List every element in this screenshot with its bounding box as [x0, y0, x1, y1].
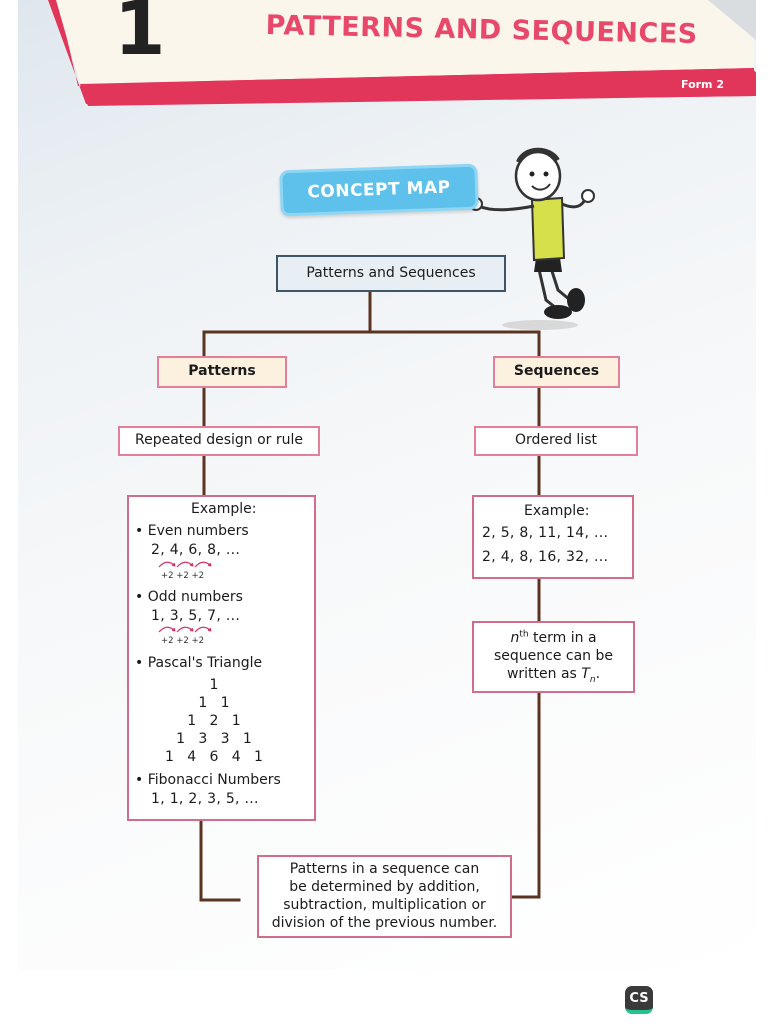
concept-map-label: CONCEPT MAP — [307, 177, 451, 203]
bullet-pascal: • Pascal's Triangle — [135, 655, 263, 671]
concept-map-badge: CONCEPT MAP — [279, 163, 479, 217]
nth-term-line-2: sequence can be — [493, 648, 613, 665]
sequences-example-title: Example: — [524, 503, 590, 519]
sequences-node: Sequences — [493, 356, 620, 388]
even-numbers-sequence: 2, 4, 6, 8, ... — [151, 542, 241, 558]
nth-term-text-1: term in a — [528, 630, 597, 646]
pascal-row-2: 1 1 — [198, 695, 230, 711]
conclusion-line-1: Patterns in a sequence can — [289, 861, 480, 877]
patterns-definition-node: Repeated design or rule — [118, 426, 320, 456]
pascal-row-4: 1 3 3 1 — [176, 731, 252, 747]
pascal-triangle-label: Pascal's Triangle — [147, 655, 263, 671]
sequences-label: Sequences — [513, 363, 600, 380]
even-step-arrows — [158, 561, 212, 568]
header-corner-fold — [708, 0, 756, 40]
connector-lines — [199, 290, 541, 902]
nth-term-subscript: n — [589, 675, 596, 686]
pascal-row-3: 1 2 1 — [187, 713, 241, 729]
cartoon-boy-illustration — [469, 147, 595, 330]
sequence-example-2: 2, 4, 8, 16, 32, ... — [482, 549, 609, 565]
patterns-node: Patterns — [157, 356, 287, 388]
bullet-odd: • Odd numbers — [135, 589, 243, 605]
header-cream-panel — [56, 0, 754, 84]
pascal-row-1: 1 — [209, 677, 219, 693]
patterns-label: Patterns — [188, 363, 256, 380]
nth-term-T: T — [581, 666, 590, 683]
sequences-definition-node: Ordered list — [474, 426, 638, 456]
nth-term-box: nth term in a sequence can be written as… — [472, 621, 635, 693]
pascal-row-5: 1 4 6 4 1 — [165, 749, 263, 765]
chapter-header-banner — [18, 0, 756, 106]
camscanner-badge: CS — [625, 986, 653, 1014]
sequence-example-1: 2, 5, 8, 11, 14, ... — [482, 525, 609, 541]
patterns-example-box: Example: • Even numbers 2, 4, 6, 8, ... … — [127, 495, 316, 821]
chapter-number: 1 — [114, 0, 166, 72]
nth-term-line-3: written as Tn. — [474, 665, 633, 686]
nth-term-line-1: nth term in a — [474, 629, 633, 647]
fibonacci-sequence: 1, 1, 2, 3, 5, ... — [151, 791, 259, 807]
odd-numbers-label: Odd numbers — [147, 589, 243, 605]
conclusion-box: Patterns in a sequence can be determined… — [257, 855, 512, 938]
root-node-label: Patterns and Sequences — [306, 264, 476, 281]
conclusion-line-2: be determined by addition, — [289, 878, 480, 895]
even-step-labels: +2 +2 +2 — [161, 571, 204, 581]
bullet-fibonacci: • Fibonacci Numbers — [135, 772, 281, 788]
patterns-definition: Repeated design or rule — [134, 432, 304, 449]
patterns-example-title: Example: — [191, 501, 257, 517]
even-numbers-label: Even numbers — [147, 523, 249, 539]
nth-term-dot: . — [595, 666, 601, 683]
odd-step-labels: +2 +2 +2 — [161, 636, 204, 646]
odd-step-arrows — [158, 626, 212, 633]
sequences-definition: Ordered list — [515, 432, 597, 449]
odd-numbers-sequence: 1, 3, 5, 7, ... — [151, 608, 241, 624]
page-background: 1 PATTERNS AND SEQUENCES Form 2 — [18, 0, 756, 970]
fibonacci-label: Fibonacci Numbers — [147, 772, 281, 788]
header-lower-band — [80, 68, 754, 106]
root-node: Patterns and Sequences — [276, 255, 506, 292]
form-label: Form 2 — [681, 78, 724, 91]
nth-term-n: n — [510, 630, 520, 646]
nth-term-th: th — [519, 629, 529, 640]
nth-term-text-3: written as — [506, 666, 582, 683]
sequences-example-box: Example: 2, 5, 8, 11, 14, ... 2, 4, 8, 1… — [472, 495, 634, 579]
conclusion-line-4: division of the previous number. — [271, 914, 498, 931]
conclusion-line-3: subtraction, multiplication or — [283, 896, 486, 913]
bullet-even: • Even numbers — [135, 523, 249, 539]
